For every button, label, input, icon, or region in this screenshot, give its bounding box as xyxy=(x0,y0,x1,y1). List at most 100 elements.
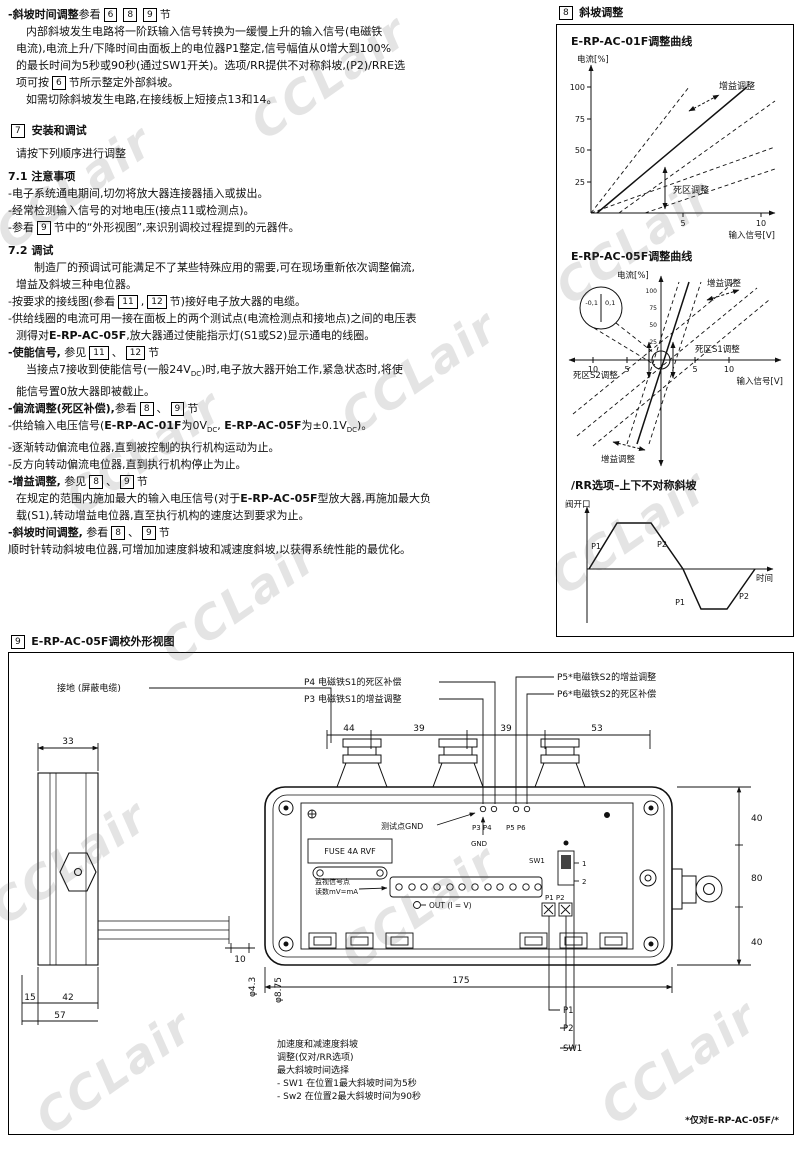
text-segment: 顺时针转动斜坡电位器,可增加加速度斜坡和减速度斜坡,以获得系统性能的最优化。 xyxy=(8,543,411,557)
dim-40-top: 40 xyxy=(751,814,763,824)
p1-potentiometer xyxy=(541,902,556,917)
text-segment: 当接点7接收到使能信号(一般24V xyxy=(26,363,191,376)
chart1-ytick: 75 xyxy=(575,115,585,124)
corner-screw xyxy=(283,941,289,947)
text-segment: 节中的“外形视图”,来识别调校过程提到的元器件。 xyxy=(53,221,300,234)
p5-p6-label: P5 P6 xyxy=(506,824,526,832)
dim-44: 44 xyxy=(343,724,355,734)
text-line: 的最长时间为5秒或90秒(通过SW1开关)。选项/RR提供不对称斜坡,(P2)/… xyxy=(8,57,556,74)
text-segment: -斜坡时间调整 xyxy=(8,8,79,21)
text-segment: 如需切除斜坡发生电路,在接线板上短接点13和14。 xyxy=(26,93,278,106)
text-segment: 、 xyxy=(111,346,123,359)
text-segment: -逐渐转动偏流电位器,直到被控制的执行机构运动为止。 xyxy=(8,441,280,455)
text-segment: -斜坡时间调整, xyxy=(8,526,83,540)
text-segment: 、 xyxy=(156,402,168,416)
gnd-label: GND xyxy=(471,840,487,848)
chart2-mag-neg: -0,1 xyxy=(585,299,598,307)
chart1-xtick: 5 xyxy=(680,219,685,228)
chart1-ytick: 25 xyxy=(575,178,585,187)
chart3-xlabel: 时间 xyxy=(756,573,773,584)
text-segment: 参看 xyxy=(82,526,109,540)
text-segment: -供给输入电压信号( xyxy=(8,419,105,433)
test-point-gnd-label: 测试点GND xyxy=(381,821,423,831)
text-segment: , xyxy=(217,419,225,433)
text-line: 如需切除斜坡发生电路,在接线板上短接点13和14。 xyxy=(8,91,556,108)
section-ref-box: 12 xyxy=(125,346,146,360)
text-segment: 能信号置0放大器即被截止。 xyxy=(16,385,155,399)
fuse-box xyxy=(307,838,393,864)
text-segment: 节 xyxy=(187,402,199,416)
dimension-labels: 44 39 39 53 33 40 80 40 175 15 42 57 10 … xyxy=(24,724,762,1021)
text-segment: 内部斜坡发生电路将一阶跃输入信号转换为一缓慢上升的输入信号(电磁铁 xyxy=(26,25,383,38)
section-ref-box: 7 xyxy=(11,124,25,138)
text-segment: 参见 xyxy=(60,346,87,359)
section8-box: E-RP-AC-01F调整曲线 电流[%] 10 xyxy=(556,24,794,637)
text-line: -经常检测输入信号的对地电压(接点11或检测点)。 xyxy=(8,202,556,219)
text-segment: )时,电子放大器开始工作,紧急状态时,将使 xyxy=(201,363,403,376)
ground-callout: 接地 (屏蔽电缆) xyxy=(57,682,121,694)
cable-gland xyxy=(534,738,586,788)
text-segment: -增益调整, xyxy=(8,475,61,489)
chart2-ytick: 50 xyxy=(649,322,657,329)
text-line: 请按下列顺序进行调整 xyxy=(8,145,556,162)
p5-callout: P5*电磁铁S2的增益调整 xyxy=(557,671,656,683)
chart1-dead-label: 死区调整 xyxy=(673,184,709,196)
p2-potentiometer xyxy=(558,902,573,917)
text-segment: 、 xyxy=(127,526,139,540)
chart3-title: /RR选项–上下不对称斜坡 xyxy=(571,479,697,492)
section-ref-box: 8 xyxy=(139,402,154,417)
text-segment: -供给线圈的电流可用一接在面板上的两个测试点(电流检测点和接地点)之间的电压表 xyxy=(8,312,417,325)
chart1-ytick: 50 xyxy=(575,146,585,155)
dim-15: 15 xyxy=(24,993,35,1003)
chart2-gain-top: 增益调整 xyxy=(707,278,742,289)
text-segment: E-RP-AC-05F xyxy=(240,492,318,506)
bottom-leader-lines xyxy=(548,885,575,1049)
chart1-01f-curve: 电流[%] 100 75 50 25 5 10 输入信号[V] 增益调整 死区调… xyxy=(570,54,776,241)
text-segment: DC xyxy=(346,426,358,435)
text-segment: 安装和调试 xyxy=(27,124,87,137)
p6-callout: P6*电磁铁S2的死区补偿 xyxy=(557,688,656,700)
text-segment: -经常检测输入信号的对地电压(接点11或检测点)。 xyxy=(8,204,255,217)
note-line: 调整(仅对/RR选项) xyxy=(277,1051,354,1063)
chart3-p1-label: P1 xyxy=(591,542,601,551)
text-segment: E-RP-AC-05F xyxy=(224,419,302,433)
adjustment-note: 加速度和减速度斜坡 调整(仅对/RR选项) 最大斜坡时间选择 - SW1 在位置… xyxy=(277,1038,421,1102)
text-segment: DC xyxy=(190,370,202,379)
side-view xyxy=(37,772,230,966)
text-segment: 节 xyxy=(158,526,170,540)
text-segment: 载(S1),转动增益电位器,直至执行机构的速度达到要求为止。 xyxy=(16,509,310,523)
chart1-xlabel: 输入信号[V] xyxy=(729,230,775,241)
text-line: -电子系统通电期间,切勿将放大器连接器插入或拔出。 xyxy=(8,185,556,202)
dim-42: 42 xyxy=(62,993,73,1003)
chart2-dead-s1: 死区S1调整 xyxy=(695,344,740,355)
corner-screw xyxy=(648,941,654,947)
section-ref-box: 9 xyxy=(36,221,51,235)
note-line: - Sw2 在位置2最大斜坡时间为90秒 xyxy=(277,1090,421,1102)
section-ref-box: 9 xyxy=(141,526,156,541)
sw1-label: SW1 xyxy=(529,857,545,865)
chart2-xtick: 10 xyxy=(588,365,598,374)
text-segment: 节 xyxy=(148,346,160,359)
chart1-gain-label: 增益调整 xyxy=(719,80,755,92)
text-segment: 测得对 xyxy=(16,329,49,342)
section-ref-box: 11 xyxy=(118,295,138,309)
side-connector xyxy=(671,868,723,910)
text-segment: 节 xyxy=(136,475,148,489)
text-segment: 参见 xyxy=(60,475,87,489)
test-point-p5 xyxy=(512,805,520,813)
text-segment: 电流),电流上升/下降时间由面板上的电位器P1整定,信号幅值从0增大到100% xyxy=(16,42,392,55)
text-segment: -反方向转动偏流电位器,直到执行机构停止为止。 xyxy=(8,458,247,472)
text-segment: -按要求的接线图(参看 xyxy=(8,295,116,308)
chart3-p1-label: P1 xyxy=(675,598,685,607)
dim-40-bottom: 40 xyxy=(751,938,763,948)
test-point-p3 xyxy=(479,805,487,813)
dim-33: 33 xyxy=(62,737,73,747)
text-line: 当接点7接收到使能信号(一般24VDC)时,电子放大器开始工作,紧急状态时,将使 xyxy=(8,361,556,383)
p3-p4-label: P3 P4 xyxy=(472,824,492,832)
sw1-pos2-label: 2 xyxy=(582,878,586,886)
text-line: 在规定的范围内施加最大的输入电压信号(对于E-RP-AC-05F型放大器,再施加… xyxy=(8,490,556,507)
